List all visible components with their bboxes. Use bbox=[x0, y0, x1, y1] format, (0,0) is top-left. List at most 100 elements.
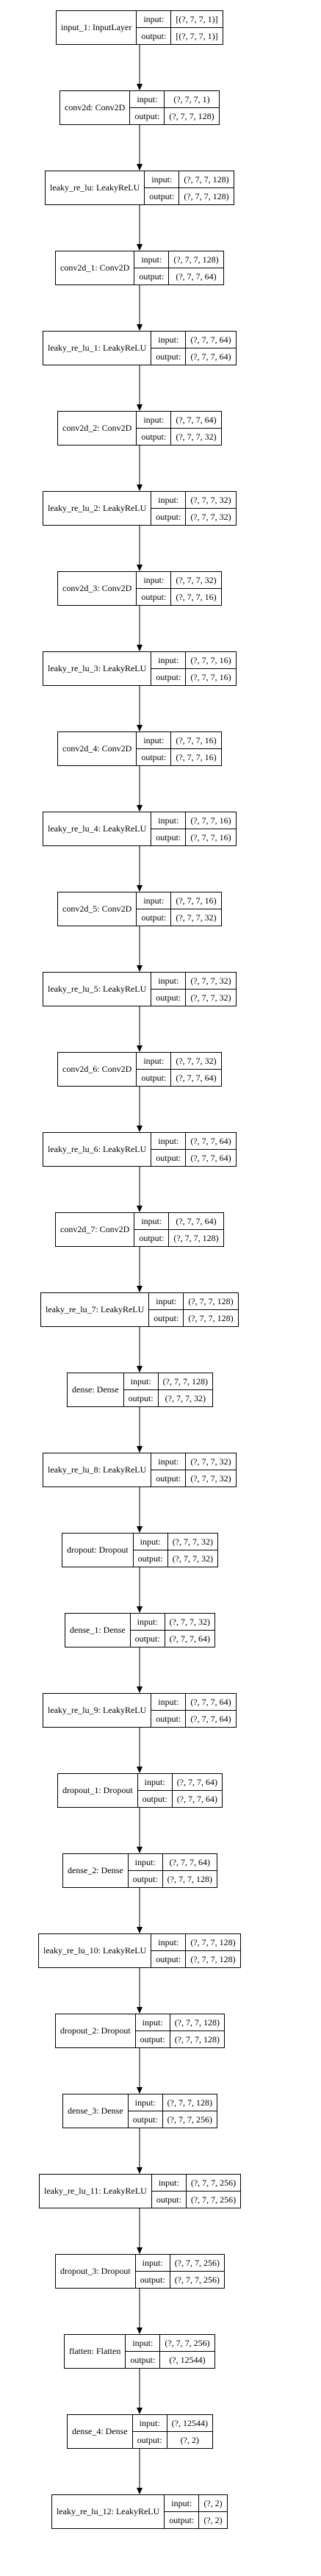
shape-values: (?, 7, 7, 128)(?, 7, 7, 128) bbox=[170, 2014, 225, 2047]
input-port-label: input: bbox=[142, 2257, 163, 2268]
input-port-label: input: bbox=[139, 2417, 160, 2428]
shape-values: (?, 7, 7, 256)(?, 12544) bbox=[160, 2335, 214, 2368]
port-labels: input:output: bbox=[128, 2094, 163, 2128]
input-shape: (?, 2) bbox=[203, 2497, 223, 2508]
shape-values: (?, 7, 7, 32)(?, 7, 7, 64) bbox=[171, 1053, 221, 1086]
port-labels: input:output: bbox=[149, 1293, 184, 1326]
output-port-label: output: bbox=[123, 1389, 158, 1406]
output-port-label: output: bbox=[145, 187, 179, 204]
layer-name: input_1: InputLayer bbox=[57, 11, 137, 44]
output-shape: (?, 7, 7, 128) bbox=[170, 2031, 225, 2047]
arrow-head-icon bbox=[137, 1526, 143, 1533]
output-shape: (?, 7, 7, 32) bbox=[158, 1389, 212, 1406]
arrow-head-icon bbox=[137, 965, 143, 972]
output-shape: (?, 7, 7, 256) bbox=[186, 2191, 241, 2208]
output-shape: (?, 7, 7, 16) bbox=[171, 588, 221, 605]
input-port-label: input: bbox=[158, 654, 179, 665]
output-shape: (?, 7, 7, 32) bbox=[167, 1550, 218, 1567]
arrow-head-icon bbox=[137, 1446, 143, 1453]
layer-name: conv2d_7: Conv2D bbox=[56, 1213, 135, 1246]
arrow-head-icon bbox=[137, 2167, 143, 2174]
port-labels: input:output: bbox=[126, 2335, 161, 2368]
arrow-head-icon bbox=[137, 1045, 143, 1052]
layer-name: dropout_2: Dropout bbox=[56, 2014, 136, 2047]
input-shape: (?, 7, 7, 1) bbox=[173, 93, 210, 104]
output-port-label: output: bbox=[137, 748, 171, 765]
input-shape: (?, 7, 7, 32) bbox=[190, 975, 231, 986]
output-port-label: output: bbox=[135, 2031, 170, 2047]
layer-name: conv2d_1: Conv2D bbox=[56, 251, 135, 285]
shape-values: (?, 7, 7, 32) (?, 7, 7, 32) bbox=[167, 1534, 218, 1567]
input-port-label: input: bbox=[134, 2097, 156, 2108]
input-shape: (?, 7, 7, 16) bbox=[190, 815, 231, 826]
layer-name: leaky_re_lu_2: LeakyReLU bbox=[43, 492, 152, 525]
output-port-label: output: bbox=[130, 107, 165, 124]
layer-name: conv2d_6: Conv2D bbox=[58, 1053, 137, 1086]
port-labels: input:output: bbox=[137, 732, 172, 765]
input-port-label: input: bbox=[158, 1456, 179, 1467]
input-port-label: input: bbox=[143, 1055, 165, 1066]
port-labels: input:output: bbox=[137, 1053, 172, 1086]
output-port-label: output: bbox=[133, 1550, 167, 1567]
input-port-label: input: bbox=[144, 1776, 165, 1787]
input-port-label: input: bbox=[151, 173, 173, 185]
port-labels: input: output: bbox=[137, 1774, 173, 1807]
output-port-label: output: bbox=[130, 1630, 165, 1647]
input-port-label: input: bbox=[141, 1215, 162, 1226]
layer-name: conv2d_5: Conv2D bbox=[58, 892, 137, 926]
output-shape: (?, 7, 7, 128) bbox=[179, 187, 234, 204]
layer-name: dense_3: Dense bbox=[63, 2094, 129, 2128]
arrow-head-icon bbox=[137, 1126, 143, 1132]
arrow-head-icon bbox=[137, 885, 143, 892]
output-port-label: output: bbox=[135, 2271, 170, 2288]
shape-values: (?, 7, 7, 32)(?, 7, 7, 32) bbox=[186, 973, 236, 1006]
input-shape: (?, 7, 7, 32) bbox=[176, 1055, 217, 1066]
layer-name: conv2d_3: Conv2D bbox=[58, 572, 137, 605]
port-labels: input: output: bbox=[135, 2014, 170, 2047]
input-shape: (?, 7, 7, 128) bbox=[162, 1375, 208, 1387]
output-shape: (?, 7, 7, 64) bbox=[172, 1790, 223, 1807]
output-shape: (?, 7, 7, 64) bbox=[186, 348, 236, 365]
arrow-head-icon bbox=[137, 2087, 143, 2094]
input-shape: (?, 12544) bbox=[171, 2417, 208, 2428]
input-shape: (?, 7, 7, 128) bbox=[167, 2097, 212, 2108]
shape-values: (?, 2)(?, 2) bbox=[199, 2495, 227, 2528]
input-shape: (?, 7, 7, 32) bbox=[172, 1536, 214, 1547]
port-labels: input:output: bbox=[151, 973, 187, 1006]
shape-values: (?, 7, 7, 32)(?, 7, 7, 32) bbox=[186, 492, 236, 525]
arrow-head-icon bbox=[137, 84, 143, 90]
layer-name: flatten: Flatten bbox=[65, 2335, 126, 2368]
output-port-label: output: bbox=[137, 27, 171, 44]
layer-name: leaky_re_lu_3: LeakyReLU bbox=[43, 652, 152, 685]
input-port-label: input: bbox=[140, 1536, 161, 1547]
output-port-label: output: bbox=[132, 2431, 167, 2448]
output-shape: (?, 7, 7, 128) bbox=[162, 1870, 217, 1887]
arrow-head-icon bbox=[137, 244, 143, 251]
output-port-label: output: bbox=[137, 1790, 172, 1807]
output-shape: (?, 2) bbox=[167, 2431, 212, 2448]
arrow-head-icon bbox=[137, 1606, 143, 1613]
port-labels: input: output: bbox=[135, 2255, 170, 2288]
output-shape: (?, 7, 7, 128) bbox=[165, 107, 219, 124]
output-shape: (?, 7, 7, 64) bbox=[186, 1710, 236, 1727]
input-shape: (?, 7, 7, 16) bbox=[176, 895, 217, 906]
port-labels: input:output: bbox=[151, 652, 187, 685]
layer-name: leaky_re_lu_8: LeakyReLU bbox=[43, 1453, 152, 1486]
shape-values: (?, 7, 7, 64)(?, 7, 7, 64) bbox=[186, 1694, 236, 1727]
input-port-label: input: bbox=[137, 93, 158, 104]
port-labels: input:output: bbox=[151, 1694, 187, 1727]
input-port-label: input: bbox=[142, 2017, 163, 2028]
shape-values: (?, 7, 7, 128)(?, 7, 7, 128) bbox=[186, 1934, 240, 1967]
output-port-label: output: bbox=[151, 508, 186, 525]
